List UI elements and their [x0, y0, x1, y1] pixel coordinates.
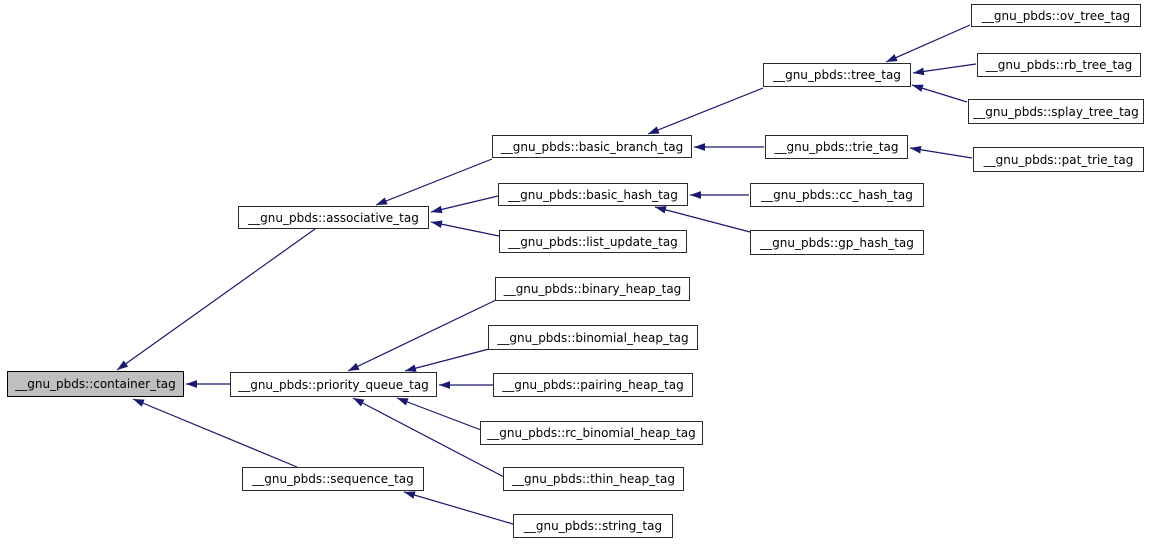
class-node-pairing_heap_tag[interactable]: __gnu_pbds::pairing_heap_tag — [493, 373, 693, 397]
class-node-thin_heap_tag[interactable]: __gnu_pbds::thin_heap_tag — [503, 467, 684, 491]
class-node-trie_tag[interactable]: __gnu_pbds::trie_tag — [765, 135, 908, 159]
class-node-basic_hash_tag[interactable]: __gnu_pbds::basic_hash_tag — [498, 183, 688, 206]
inheritance-edge-pat_trie_tag--to--trie_tag — [909, 145, 973, 159]
class-node-rc_binomial_heap_tag[interactable]: __gnu_pbds::rc_binomial_heap_tag — [480, 421, 703, 445]
class-node-list_update_tag[interactable]: __gnu_pbds::list_update_tag — [499, 230, 687, 253]
class-node-ov_tree_tag[interactable]: __gnu_pbds::ov_tree_tag — [971, 4, 1141, 27]
inheritance-edge-tree_tag--to--basic_branch_tag — [647, 87, 764, 135]
inheritance-edge-splay_tree_tag--to--tree_tag — [911, 84, 968, 103]
inheritance-edge-associative_tag--to--container_tag — [116, 228, 316, 371]
class-node-container_tag: __gnu_pbds::container_tag — [7, 371, 184, 397]
class-node-tree_tag[interactable]: __gnu_pbds::tree_tag — [763, 63, 911, 87]
class-node-associative_tag[interactable]: __gnu_pbds::associative_tag — [238, 206, 429, 229]
inheritance-edge-list_update_tag--to--associative_tag — [430, 220, 500, 237]
class-node-binomial_heap_tag[interactable]: __gnu_pbds::binomial_heap_tag — [488, 325, 698, 350]
inheritance-edge-rb_tree_tag--to--tree_tag — [912, 63, 977, 76]
inheritance-edge-gp_hash_tag--to--basic_hash_tag — [654, 206, 751, 233]
class-node-cc_hash_tag[interactable]: __gnu_pbds::cc_hash_tag — [750, 183, 924, 207]
class-node-sequence_tag[interactable]: __gnu_pbds::sequence_tag — [242, 467, 424, 491]
inheritance-edge-rc_binomial_heap_tag--to--priority_queue_tag — [396, 397, 482, 431]
class-node-splay_tree_tag[interactable]: __gnu_pbds::splay_tree_tag — [968, 99, 1144, 124]
class-node-priority_queue_tag[interactable]: __gnu_pbds::priority_queue_tag — [230, 372, 437, 397]
class-node-gp_hash_tag[interactable]: __gnu_pbds::gp_hash_tag — [750, 230, 924, 255]
class-node-binary_heap_tag[interactable]: __gnu_pbds::binary_heap_tag — [495, 277, 690, 301]
class-node-basic_branch_tag[interactable]: __gnu_pbds::basic_branch_tag — [492, 135, 692, 158]
inheritance-edge-basic_branch_tag--to--associative_tag — [375, 158, 493, 206]
class-node-rb_tree_tag[interactable]: __gnu_pbds::rb_tree_tag — [977, 53, 1141, 77]
inheritance-edge-string_tag--to--sequence_tag — [403, 491, 514, 525]
class-node-pat_trie_tag[interactable]: __gnu_pbds::pat_trie_tag — [973, 147, 1144, 172]
inheritance-edge-basic_hash_tag--to--associative_tag — [430, 195, 499, 214]
inheritance-edge-ov_tree_tag--to--tree_tag — [885, 24, 971, 63]
inheritance-edge-sequence_tag--to--container_tag — [132, 398, 298, 468]
class-node-string_tag[interactable]: __gnu_pbds::string_tag — [513, 514, 673, 538]
inheritance-edge-binomial_heap_tag--to--priority_queue_tag — [404, 348, 490, 372]
inheritance-edge-binary_heap_tag--to--priority_queue_tag — [347, 299, 497, 372]
inheritance-edge-thin_heap_tag--to--priority_queue_tag — [352, 397, 505, 478]
